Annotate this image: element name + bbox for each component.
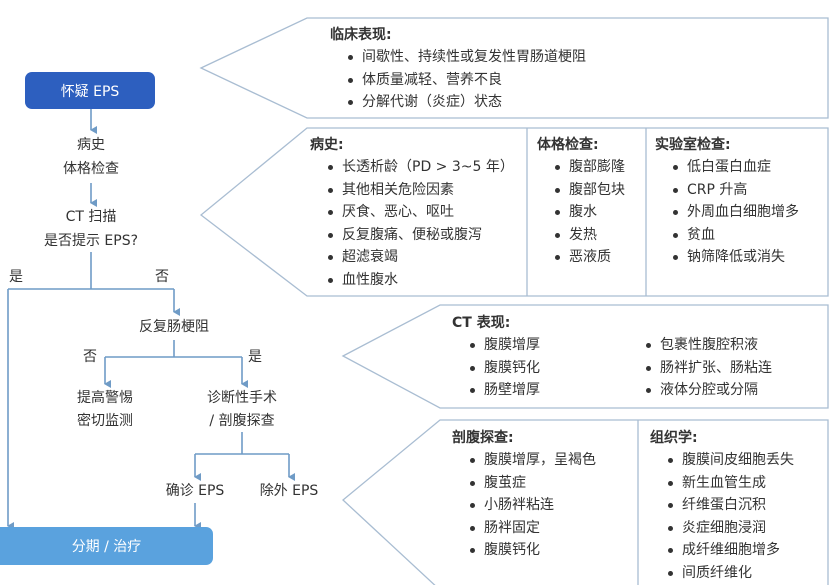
node-line: / 剖腹探查 xyxy=(209,413,275,429)
list-item: 肠袢扩张、肠粘连 xyxy=(646,357,772,380)
list-item: 反复腹痛、便秘或腹泻 xyxy=(328,224,514,247)
list-item: 腹膜间皮细胞丢失 xyxy=(668,449,794,472)
list-item: 腹膜增厚 xyxy=(470,334,540,357)
node-line: 病史 xyxy=(77,137,105,153)
list-item: 间质纤维化 xyxy=(668,562,794,585)
exclude-eps-node: 除外 EPS xyxy=(259,483,319,499)
section-title: CT 表现: xyxy=(452,315,511,331)
no-label: 否 xyxy=(155,269,169,285)
list-item: 外周血白细胞增多 xyxy=(673,201,799,224)
list-item: CRP 升高 xyxy=(673,179,799,202)
yes-label: 是 xyxy=(248,349,262,365)
list-item: 钠筛降低或消失 xyxy=(673,246,799,269)
list-item: 间歇性、持续性或复发性胃肠道梗阻 xyxy=(348,46,586,69)
confirm-eps-node: 确诊 EPS xyxy=(165,483,225,499)
section-title: 体格检查: xyxy=(537,137,599,153)
list-item: 成纤维细胞增多 xyxy=(668,539,794,562)
recurrent-obstruction-node: 反复肠梗阻 xyxy=(139,319,209,335)
list-item: 肠袢固定 xyxy=(470,517,596,540)
callout-clinical-shape xyxy=(199,17,829,119)
list-item: 腹茧症 xyxy=(470,472,596,495)
node-line: CT 扫描 xyxy=(65,209,117,225)
callout-ct-shape xyxy=(341,304,829,409)
list-item: 超滤衰竭 xyxy=(328,246,514,269)
list-item: 小肠袢粘连 xyxy=(470,494,596,517)
list-item: 体质量减轻、营养不良 xyxy=(348,69,586,92)
callout-laparotomy-shape xyxy=(342,419,829,585)
list-item: 液体分腔或分隔 xyxy=(646,379,772,402)
list-item: 发热 xyxy=(555,224,625,247)
list-item: 其他相关危险因素 xyxy=(328,179,514,202)
list-item: 长透析龄（PD > 3~5 年） xyxy=(328,156,514,179)
list-item: 新生血管生成 xyxy=(668,472,794,495)
section-title: 实验室检查: xyxy=(655,137,731,153)
callout-ct-right: 包裹性腹腔积液 肠袢扩张、肠粘连 液体分腔或分隔 xyxy=(628,334,772,402)
list-item: 肠壁增厚 xyxy=(470,379,540,402)
callout-ct: CT 表现: 腹膜增厚 腹膜钙化 肠壁增厚 xyxy=(452,312,540,402)
callout-history: 病史: 长透析龄（PD > 3~5 年） 其他相关危险因素 厌食、恶心、呕吐 反… xyxy=(310,134,514,291)
yes-label: 是 xyxy=(9,269,23,285)
node-line: 密切监测 xyxy=(77,413,133,429)
list-item: 腹部包块 xyxy=(555,179,625,202)
list-item: 腹膜钙化 xyxy=(470,539,596,562)
list-item: 低白蛋白血症 xyxy=(673,156,799,179)
callout-clinical: 临床表现: 间歇性、持续性或复发性胃肠道梗阻 体质量减轻、营养不良 分解代谢（炎… xyxy=(330,24,586,114)
list-item: 血性腹水 xyxy=(328,269,514,292)
list-item: 炎症细胞浸润 xyxy=(668,517,794,540)
list-item: 包裹性腹腔积液 xyxy=(646,334,772,357)
start-label: 怀疑 EPS xyxy=(60,83,120,100)
section-title: 剖腹探查: xyxy=(452,430,514,446)
list-item: 恶液质 xyxy=(555,246,625,269)
history-exam-node: 病史 体格检查 xyxy=(63,135,119,179)
section-title: 临床表现: xyxy=(330,27,392,43)
end-label: 分期 / 治疗 xyxy=(71,539,142,555)
end-node: 分期 / 治疗 xyxy=(0,527,213,565)
node-line: 是否提示 EPS? xyxy=(43,233,139,249)
surgery-node: 诊断性手术 / 剖腹探查 xyxy=(207,388,277,431)
callout-histology: 组织学: 腹膜间皮细胞丢失 新生血管生成 纤维蛋白沉积 炎症细胞浸润 成纤维细胞… xyxy=(650,427,794,584)
node-line: 体格检查 xyxy=(63,161,119,177)
node-line: 提高警惕 xyxy=(77,390,133,406)
list-item: 腹膜增厚，呈褐色 xyxy=(470,449,596,472)
ct-scan-node: CT 扫描 是否提示 EPS? xyxy=(44,207,138,251)
list-item: 贫血 xyxy=(673,224,799,247)
list-item: 纤维蛋白沉积 xyxy=(668,494,794,517)
callout-physical: 体格检查: 腹部膨隆 腹部包块 腹水 发热 恶液质 xyxy=(537,134,625,269)
list-item: 厌食、恶心、呕吐 xyxy=(328,201,514,224)
section-title: 组织学: xyxy=(650,430,698,446)
list-item: 腹水 xyxy=(555,201,625,224)
callout-laparotomy: 剖腹探查: 腹膜增厚，呈褐色 腹茧症 小肠袢粘连 肠袢固定 腹膜钙化 xyxy=(452,427,596,562)
callout-lab: 实验室检查: 低白蛋白血症 CRP 升高 外周血白细胞增多 贫血 钠筛降低或消失 xyxy=(655,134,799,269)
list-item: 腹部膨隆 xyxy=(555,156,625,179)
list-item: 腹膜钙化 xyxy=(470,357,540,380)
monitor-node: 提高警惕 密切监测 xyxy=(77,388,133,431)
no-label: 否 xyxy=(83,349,97,365)
start-node: 怀疑 EPS xyxy=(25,72,155,109)
section-title: 病史: xyxy=(310,137,344,153)
list-item: 分解代谢（炎症）状态 xyxy=(348,91,586,114)
node-line: 诊断性手术 xyxy=(207,390,277,406)
callout-history-shape xyxy=(199,127,829,297)
